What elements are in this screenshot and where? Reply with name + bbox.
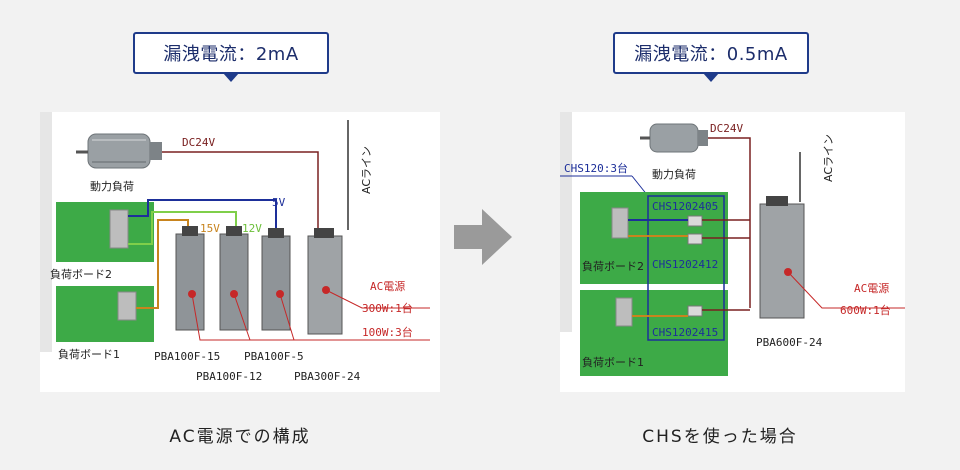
- chs-group-box: [647, 195, 725, 341]
- annotation-line-600w: [787, 271, 905, 309]
- model-pba100f-12: PBA100F-12: [196, 370, 262, 383]
- blur-edge: [40, 112, 52, 352]
- blur-edge: [560, 112, 572, 332]
- annotation-line-12: [233, 293, 251, 341]
- annotation-line-5: [279, 293, 295, 341]
- dc24v-label: DC24V: [182, 136, 215, 149]
- chs-module-2: [687, 233, 703, 245]
- chs1202412-label: CHS1202412: [652, 258, 718, 271]
- chs1202415-label: CHS1202415: [652, 326, 718, 339]
- dc24v-label: DC24V: [710, 122, 743, 135]
- power-unit-5: [261, 228, 291, 331]
- leakage-current-callout-right: 漏洩電流：0.5mA: [613, 32, 809, 82]
- chs-diagram-svg: 動力負荷 DC24V ACライン CHS120:3台 負荷ボード2 負荷ボード1: [560, 112, 905, 376]
- board2-chip: [611, 207, 629, 239]
- dc24v-wire: [708, 137, 751, 308]
- caption-ac-configuration: AC電源での構成: [169, 427, 311, 447]
- dc24v-wire: [162, 151, 319, 230]
- power-unit-24: [307, 228, 343, 335]
- ac-line-label: ACライン: [822, 134, 835, 182]
- 15v-wire: [136, 219, 189, 309]
- model-pba100f-15: PBA100F-15: [154, 350, 220, 363]
- model-pba300f-24: PBA300F-24: [294, 370, 361, 383]
- chs-module-3: [687, 305, 703, 317]
- left-panel: 漏洩電流：2mA 動力負荷 DC24V ACライン: [40, 32, 440, 447]
- ac-diagram-svg: 動力負荷 DC24V ACライン 負荷ボード2 負荷ボード1 5V 12V 15…: [40, 112, 430, 383]
- caption-chs-configuration: CHSを使った場合: [642, 427, 798, 447]
- chs-diagram: 動力負荷 DC24V ACライン CHS120:3台 負荷ボード2 負荷ボード1: [560, 112, 905, 392]
- leakage-current-callout-left: 漏洩電流：2mA: [133, 32, 329, 82]
- ac-line-label: ACライン: [360, 146, 373, 194]
- chs1202405-label: CHS1202405: [652, 200, 718, 213]
- power-unit-600: [759, 196, 805, 319]
- load-board-2: [56, 202, 154, 262]
- chs-count-label: CHS120:3台: [564, 161, 628, 175]
- 12v-label: 12V: [242, 222, 262, 235]
- annotation-line-300w: [325, 289, 430, 309]
- power-unit-12: [219, 226, 249, 331]
- board2-label: 負荷ボード2: [582, 260, 644, 273]
- 5v-label: 5V: [272, 196, 286, 209]
- board2-label: 負荷ボード2: [50, 268, 112, 281]
- ac-power-diagram: 動力負荷 DC24V ACライン 負荷ボード2 負荷ボード1 5V 12V 15…: [40, 112, 440, 392]
- board2-chip: [109, 209, 129, 249]
- spec-100w: 100W:3台: [362, 325, 413, 339]
- 12v-wire: [128, 211, 237, 245]
- board1-label: 負荷ボード1: [582, 356, 644, 369]
- spec-300w: 300W:1台: [362, 301, 413, 315]
- 5v-wire: [128, 199, 277, 232]
- model-pba100f-5: PBA100F-5: [244, 350, 304, 363]
- ac-power-label: AC電源: [370, 279, 405, 293]
- load-board-1: [56, 286, 154, 342]
- board1-label: 負荷ボード1: [58, 348, 120, 361]
- motor-label: 動力負荷: [90, 179, 134, 193]
- annotation-line-100w: [191, 293, 430, 341]
- spec-600w: 600W:1台: [840, 303, 891, 317]
- model-pba600f-24: PBA600F-24: [756, 336, 823, 349]
- chs-module-1: [687, 215, 703, 227]
- board1-chip: [615, 297, 633, 327]
- ac-power-label: AC電源: [854, 281, 889, 295]
- motor-icon: [76, 133, 162, 169]
- transition-arrow-icon: [448, 205, 518, 269]
- load-board-1: [580, 290, 728, 376]
- motor-icon: [640, 123, 708, 153]
- power-unit-15: [175, 226, 205, 331]
- motor-label: 動力負荷: [652, 167, 696, 181]
- board1-chip: [117, 291, 137, 321]
- right-panel: 漏洩電流：0.5mA 動力負荷 DC24V ACライン CHS120:3台: [480, 0, 960, 470]
- 15v-label: 15V: [200, 222, 220, 235]
